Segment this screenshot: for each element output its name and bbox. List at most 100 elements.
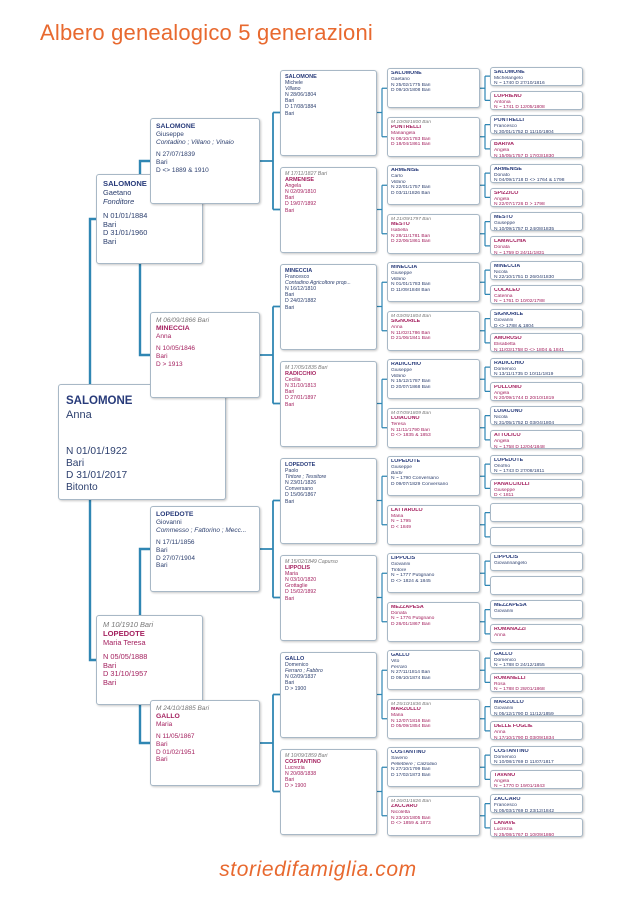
person-vital-line: N 15/05/1757 D 17/03/1830 bbox=[494, 153, 555, 159]
person-vital-line: N 17/11/1856 bbox=[156, 539, 195, 547]
connector-line bbox=[480, 560, 490, 586]
marriage-info: M 24/10/1885 Bari bbox=[156, 705, 210, 712]
connector-line bbox=[260, 305, 280, 405]
person-vital-line: N 10/08/1769 D 11/07/1817 bbox=[494, 760, 554, 765]
connector-line bbox=[377, 766, 387, 817]
person-vital-line: N 25/08/1767 D 10/09/1860 bbox=[494, 832, 555, 838]
person-vital-line: N 04/09/1718 D <> 1764 & 1798 bbox=[494, 178, 565, 183]
person-vital-line: N 05/03/1769 D 23/12/1842 bbox=[494, 808, 555, 814]
person-vital-line: Bari bbox=[285, 110, 295, 117]
person-vital-line: N 17/10/1790 D 03/09/1834 bbox=[494, 735, 555, 741]
person-occupation: Commesso ; Fattorino ; Mecc... bbox=[156, 526, 247, 534]
person-occupation: Contadino ; Villano ; Vinaio bbox=[156, 138, 234, 146]
person-given-name: Giovanni bbox=[494, 609, 514, 615]
person-vital-line: D > 1900 bbox=[285, 686, 307, 693]
person-vital-line: D <> 1889 & 1910 bbox=[156, 166, 209, 174]
person-vital-line: N 05/12/1790 D 11/12/1859 bbox=[494, 711, 554, 717]
person-vital-line: Bari bbox=[66, 458, 85, 470]
person-vital-line: N 10/05/1846 bbox=[156, 345, 196, 353]
person-vital-line: N ~ 1741 D 12/05/1808 bbox=[494, 105, 545, 110]
connector-line bbox=[377, 87, 387, 138]
person-vital-line: D 31/01/1960 bbox=[103, 229, 148, 238]
person-vital-line: D <> 1788 & 1804 bbox=[494, 323, 534, 329]
person-vital-line: N 13/11/1735 D 10/11/1819 bbox=[494, 372, 554, 377]
person-vital-line: N ~ 1743 D 27/08/1811 bbox=[494, 469, 545, 474]
person-box[interactable] bbox=[490, 575, 583, 595]
person-box[interactable] bbox=[490, 503, 583, 523]
connector-line bbox=[480, 318, 490, 344]
person-vital-line: Bari bbox=[156, 546, 168, 554]
person-vital-line: D 21/06/1841 Bari bbox=[391, 336, 431, 342]
person-vital-line: D 11/09/1848 Bari bbox=[391, 287, 431, 293]
person-vital-line: Bari bbox=[285, 304, 295, 311]
person-vital-line: Bari bbox=[103, 661, 117, 670]
footer-site[interactable]: storiedifamiglia.com bbox=[219, 858, 417, 881]
person-box[interactable] bbox=[490, 527, 583, 547]
person-vital-line: D 01/02/1951 bbox=[156, 748, 196, 756]
person-vital-line: N ~ 1759 D 24/11/1831 bbox=[494, 250, 545, 256]
person-given-name: Anna bbox=[66, 408, 92, 421]
person-vital-line: N 20/09/1744 D 20/10/1819 bbox=[494, 396, 555, 401]
